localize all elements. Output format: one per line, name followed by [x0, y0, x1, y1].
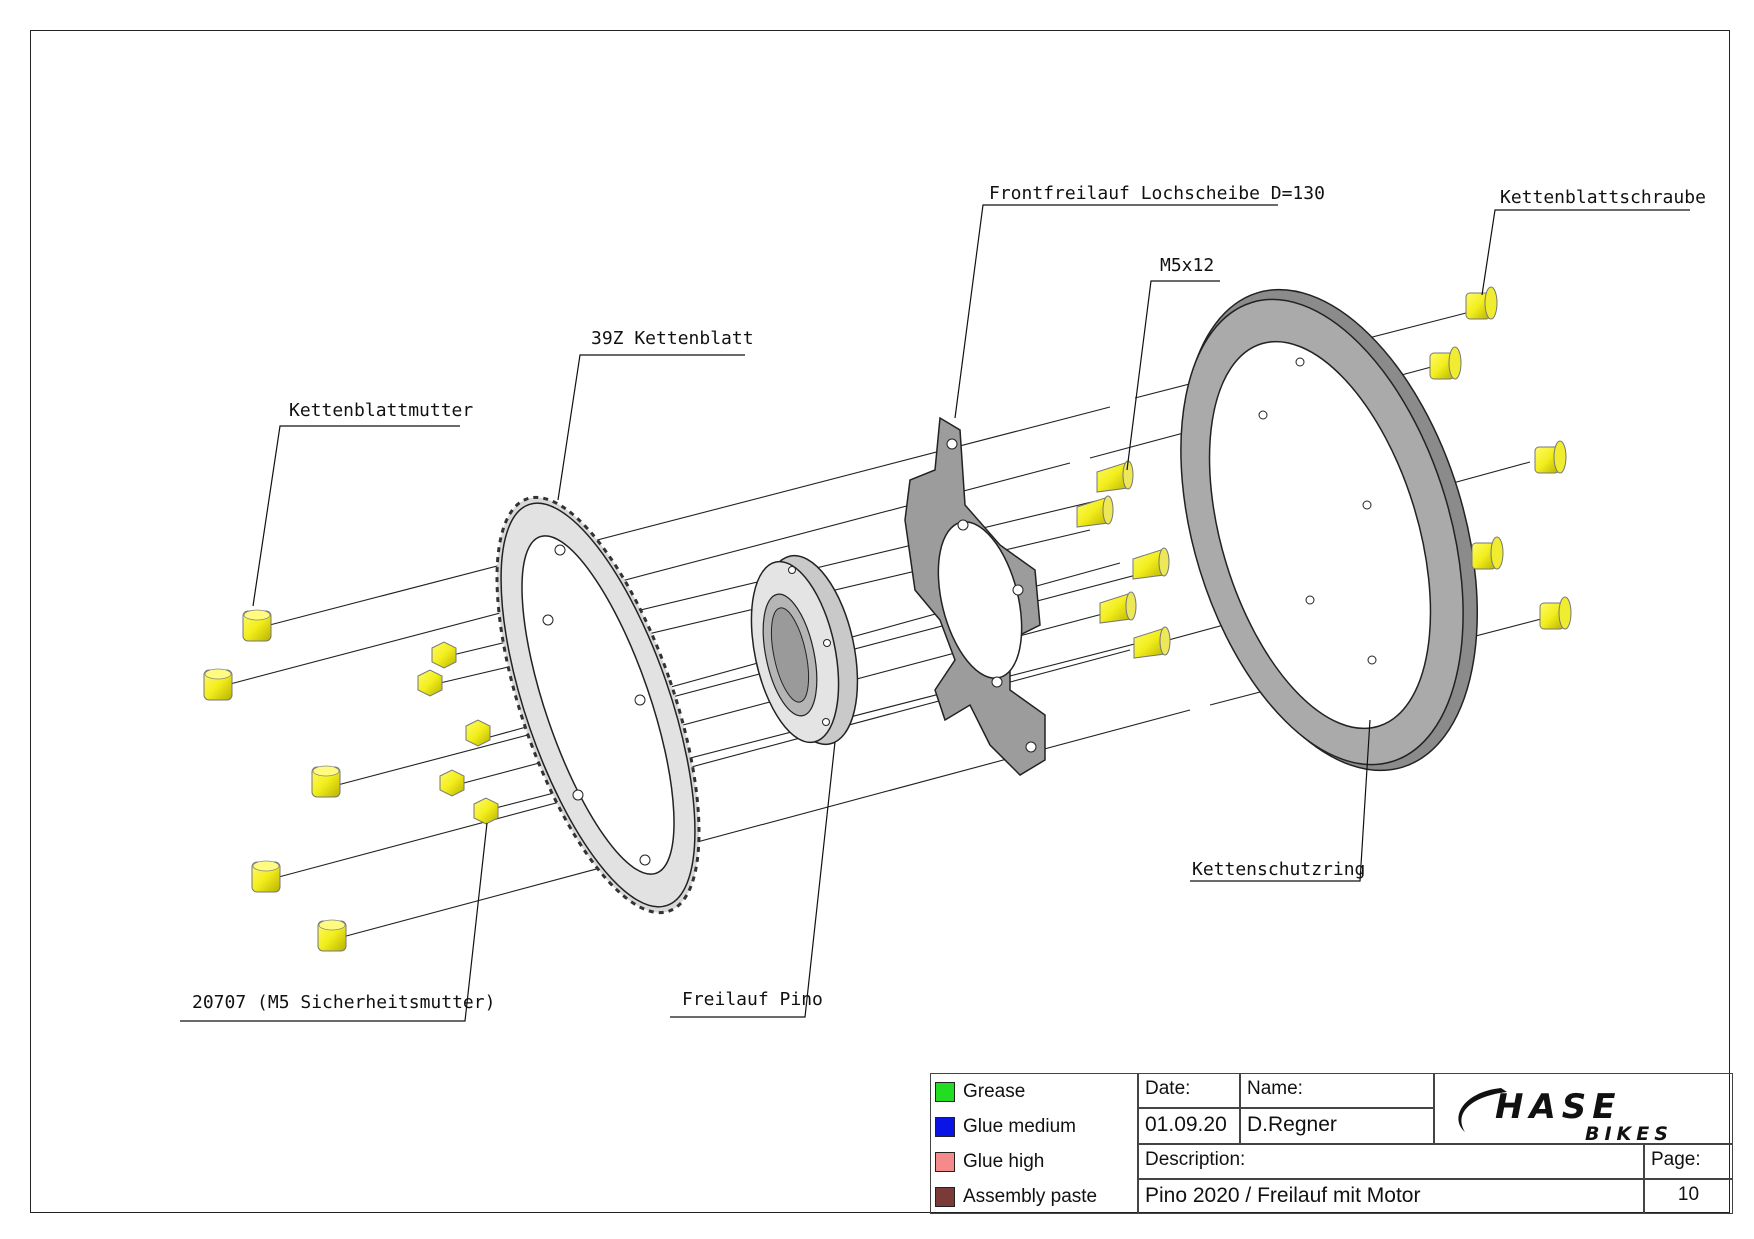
label-kettenblattschraube: Kettenblattschraube [1500, 187, 1706, 208]
m5x12-screw[interactable] [1099, 591, 1137, 624]
label-kettenblattmutter: Kettenblattmutter [289, 400, 473, 421]
label-frontfreilauf: Frontfreilauf Lochscheibe D=130 [989, 183, 1325, 204]
m5x12-screw[interactable] [1096, 460, 1134, 493]
page-label: Page: [1644, 1144, 1733, 1179]
spider-lochscheibe[interactable] [904, 416, 1046, 776]
name-label: Name: [1240, 1073, 1434, 1108]
chainring-nut[interactable] [317, 919, 347, 952]
glue-high-swatch [935, 1151, 955, 1172]
m5x12-screw[interactable] [1132, 547, 1170, 580]
leader-lines [180, 204, 1690, 1022]
legend-glue-high: Glue high [931, 1144, 1141, 1179]
legend-grease-label: Grease [963, 1080, 1026, 1102]
chainring-bolt[interactable] [1465, 286, 1498, 320]
page-value: 10 [1644, 1179, 1733, 1214]
chainring-bolt[interactable] [1539, 596, 1572, 630]
label-kettenblatt: 39Z Kettenblatt [591, 328, 754, 349]
label-sicherheitsmutter: 20707 (M5 Sicherheitsmutter) [192, 992, 495, 1013]
safety-nut[interactable] [439, 769, 465, 797]
date-value: 01.09.20 [1138, 1108, 1240, 1144]
safety-nut[interactable] [417, 669, 443, 697]
title-block: Grease Glue medium Glue high Assembly pa… [930, 1073, 1733, 1214]
logo-main-text: HASE [1495, 1087, 1621, 1127]
legend-box: Grease Glue medium Glue high Assembly pa… [930, 1073, 1138, 1214]
chainring-39z[interactable] [455, 474, 741, 936]
m5x12-screw[interactable] [1076, 495, 1114, 528]
chainring-nut[interactable] [251, 860, 281, 893]
legend-grease: Grease [931, 1074, 1141, 1109]
legend-glue-high-label: Glue high [963, 1150, 1045, 1172]
legend-glue-medium-label: Glue medium [963, 1115, 1076, 1137]
chainring-nut[interactable] [311, 765, 341, 798]
freewheel-pino[interactable] [737, 547, 873, 753]
chainring-nut[interactable] [242, 609, 272, 642]
assembly-paste-swatch [935, 1186, 955, 1207]
glue-medium-swatch [935, 1116, 955, 1137]
part-labels: Frontfreilauf Lochscheibe D=130 Kettenbl… [192, 183, 1706, 1013]
grease-swatch [935, 1081, 955, 1102]
logo-mark: HASE BIKES [1458, 1087, 1673, 1145]
description-value: Pino 2020 / Freilauf mit Motor [1138, 1179, 1644, 1214]
label-freilauf-pino: Freilauf Pino [682, 989, 823, 1010]
safety-nut[interactable] [465, 719, 491, 747]
chainring-bolt[interactable] [1534, 440, 1567, 474]
date-label: Date: [1138, 1073, 1240, 1108]
label-m5x12: M5x12 [1160, 255, 1214, 276]
safety-nuts-m5 [417, 641, 499, 825]
chainring-bolts [1429, 286, 1572, 630]
name-value: D.Regner [1240, 1108, 1434, 1144]
legend-assembly-paste-label: Assembly paste [963, 1185, 1098, 1207]
chain-guard-ring[interactable] [1129, 254, 1530, 807]
chainring-bolt[interactable] [1429, 346, 1462, 380]
chainring-nut[interactable] [203, 668, 233, 701]
m5x12-screw[interactable] [1133, 626, 1171, 659]
description-label: Description: [1138, 1144, 1644, 1179]
legend-assembly-paste: Assembly paste [931, 1179, 1141, 1214]
label-kettenschutzring: Kettenschutzring [1192, 859, 1365, 880]
chainring-bolt[interactable] [1471, 536, 1504, 570]
safety-nut[interactable] [473, 797, 499, 825]
hase-bikes-logo: HASE BIKES [1434, 1073, 1733, 1145]
chainring-nuts [203, 609, 347, 952]
drawing-frame [30, 30, 1730, 1213]
safety-nut[interactable] [431, 641, 457, 669]
legend-glue-medium: Glue medium [931, 1109, 1141, 1144]
logo-sub-text: BIKES [1585, 1123, 1673, 1145]
m5x12-screws [1076, 460, 1171, 659]
